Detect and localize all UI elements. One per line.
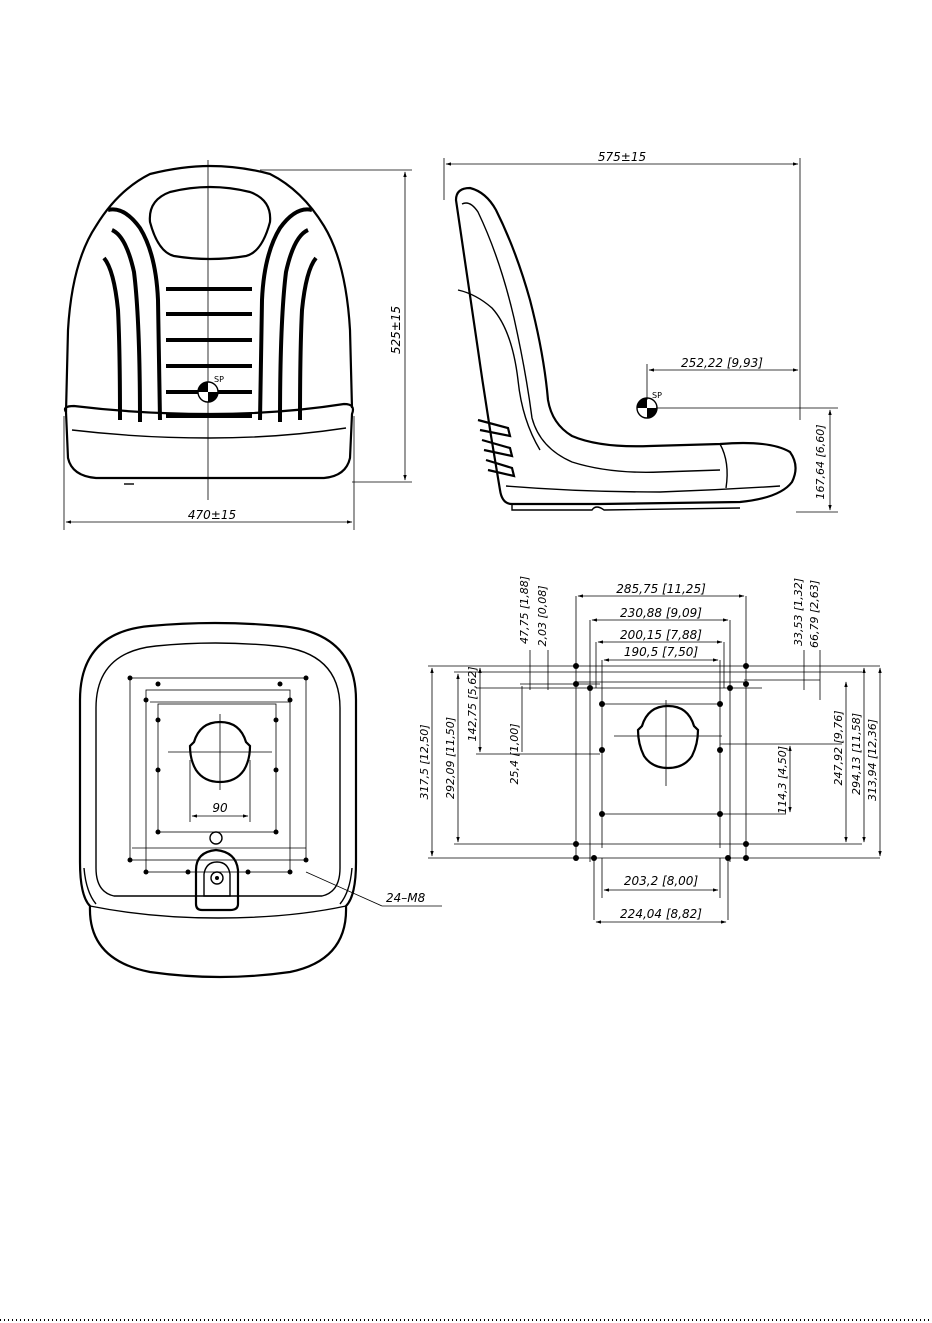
side-seat-base bbox=[505, 485, 781, 493]
front-right-bolster-stripe bbox=[278, 228, 309, 423]
side-sp-marker: SP bbox=[636, 391, 662, 419]
front-sp-marker: SP bbox=[197, 375, 224, 403]
pattern-bottom-dim-2: 224,04 [8,82] bbox=[620, 907, 702, 921]
bottom-small-hole bbox=[209, 831, 223, 845]
bottom-inner-shell bbox=[95, 642, 341, 897]
pattern-top-dim-1: 285,75 [11,25] bbox=[616, 582, 706, 596]
pattern-upper-left-dim-2: 2,03 [0,08] bbox=[536, 585, 549, 646]
front-width-dimension: 470±15 bbox=[63, 416, 355, 530]
front-seat-cushion-inner bbox=[71, 427, 347, 439]
front-left-bolster-stripe bbox=[107, 207, 162, 421]
bottom-bolt-callout-label: 24–M8 bbox=[386, 891, 426, 905]
front-left-bolster-stripe bbox=[111, 228, 142, 423]
bottom-cutout-width-dimension: 90 bbox=[189, 760, 251, 822]
front-seat-cushion bbox=[63, 402, 355, 480]
bottom-adjustment-bracket bbox=[194, 848, 240, 912]
front-height-label: 525±15 bbox=[389, 306, 403, 354]
pattern-left-dim-2: 292,09 [11,50] bbox=[444, 717, 457, 799]
pattern-top-dim-4: 190,5 [7,50] bbox=[624, 645, 699, 659]
front-view: SP 525±15 470±15 bbox=[63, 160, 412, 530]
front-right-bolster-stripe bbox=[298, 256, 318, 421]
front-width-label: 470±15 bbox=[188, 508, 236, 522]
side-rear-slots bbox=[477, 418, 516, 478]
side-backrest-inner bbox=[461, 202, 721, 473]
pattern-center-cutout bbox=[636, 704, 700, 770]
bottom-shell-rim bbox=[83, 867, 353, 905]
side-sp-height-dimension: 167,64 [6,60] bbox=[656, 407, 838, 513]
side-view: SP 575±15 252,22 [9,93] 167,64 [6,60] bbox=[443, 150, 838, 513]
pattern-upper-left-dimensions: 47,75 [1,88] 2,03 [0,08] bbox=[518, 576, 549, 690]
pattern-bolt-holes bbox=[573, 663, 749, 861]
front-height-dimension: 525±15 bbox=[260, 169, 412, 483]
pattern-upper-left-dim-1: 47,75 [1,88] bbox=[518, 576, 531, 644]
pattern-top-dimensions: 285,75 [11,25] 230,88 [9,09] 200,15 [7,8… bbox=[577, 582, 745, 662]
side-sp-offset-label: 252,22 [9,93] bbox=[681, 356, 763, 370]
pattern-left-dimensions: 317,5 [12,50] 292,09 [11,50] 142,75 [5,6… bbox=[418, 666, 523, 857]
pattern-upper-right-dim-2: 66,79 [2,63] bbox=[808, 580, 821, 648]
side-sp-offset-dimension: 252,22 [9,93] bbox=[646, 356, 799, 400]
front-right-bolster-stripe bbox=[258, 207, 313, 421]
front-sp-label: SP bbox=[214, 375, 224, 384]
side-cushion-contour bbox=[457, 289, 541, 451]
side-sp-label: SP bbox=[652, 391, 662, 400]
side-seat-bottom bbox=[511, 504, 741, 511]
pattern-bottom-dim-1: 203,2 [8,00] bbox=[624, 874, 699, 888]
pattern-right-dim-1: 114,3 [4,50] bbox=[776, 746, 789, 814]
pattern-right-dim-3: 294,13 [11,58] bbox=[850, 713, 863, 795]
headrest-opening bbox=[148, 185, 272, 261]
pattern-right-dim-2: 247,92 [9,76] bbox=[832, 710, 845, 785]
bottom-bolt-holes bbox=[127, 675, 309, 875]
bottom-outer-shell bbox=[78, 621, 358, 979]
front-backrest-outline bbox=[64, 164, 354, 413]
pattern-right-dimensions: 114,3 [4,50] 247,92 [9,76] 294,13 [11,58… bbox=[776, 667, 882, 857]
front-left-bolster-stripe bbox=[102, 256, 122, 421]
pattern-left-dim-3: 142,75 [5,62] bbox=[466, 666, 479, 741]
pattern-right-dim-4: 313,94 [12,36] bbox=[866, 719, 879, 801]
bottom-view: 90 24–M8 bbox=[78, 621, 442, 979]
side-sp-height-label: 167,64 [6,60] bbox=[814, 424, 827, 499]
pattern-left-dim-1: 317,5 [12,50] bbox=[418, 724, 431, 799]
pattern-upper-right-dimensions: 33,53 [1,32] 66,79 [2,63] bbox=[792, 578, 821, 700]
pattern-top-dim-2: 230,88 [9,09] bbox=[620, 606, 702, 620]
side-depth-dimension: 575±15 bbox=[443, 150, 801, 420]
bottom-front-edge bbox=[89, 905, 347, 919]
mounting-pattern-view: 285,75 [11,25] 230,88 [9,09] 200,15 [7,8… bbox=[418, 576, 882, 924]
pattern-bottom-dimensions: 203,2 [8,00] 224,04 [8,82] bbox=[595, 874, 727, 924]
pattern-top-dim-3: 200,15 [7,88] bbox=[620, 628, 702, 642]
bottom-frame-outer bbox=[129, 677, 307, 861]
bottom-bolt-callout: 24–M8 bbox=[305, 871, 442, 907]
bottom-cutout-width-label: 90 bbox=[212, 801, 228, 815]
side-depth-label: 575±15 bbox=[598, 150, 646, 164]
side-backrest-outline bbox=[454, 186, 797, 506]
side-seat-front bbox=[719, 443, 728, 489]
pattern-upper-right-dim-1: 33,53 [1,32] bbox=[792, 578, 805, 646]
pattern-left-dim-4: 25,4 [1,00] bbox=[508, 723, 521, 784]
